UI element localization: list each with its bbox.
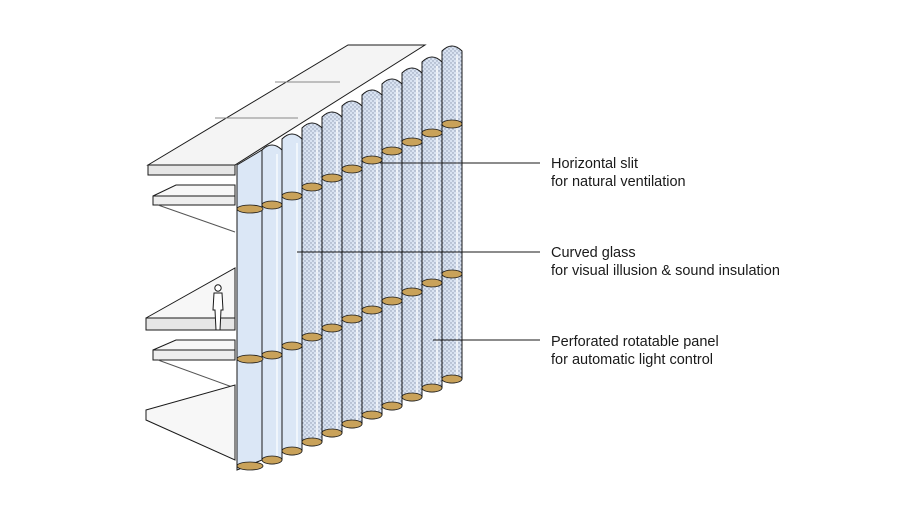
slit-timber: [321, 428, 343, 438]
facade-column: [421, 56, 443, 393]
slit-timber: [421, 383, 443, 393]
slit-timber: [321, 173, 343, 183]
slit-timber: [236, 461, 264, 471]
slit-timber: [441, 119, 463, 129]
facade-column: [361, 89, 383, 420]
floor-slabs: [145, 44, 427, 461]
slit-timber: [301, 182, 323, 192]
callout-subtitle: for natural ventilation: [551, 174, 686, 190]
leader-lines: [297, 162, 540, 341]
callout-horizontal-slit: Horizontal slit for natural ventilation: [551, 155, 686, 191]
facade-column: [261, 144, 283, 465]
callout-subtitle: for automatic light control: [551, 352, 713, 368]
facade-column: [301, 122, 323, 447]
slab-upper-a: [152, 195, 236, 206]
callout-perforated-panel: Perforated rotatable panel for automatic…: [551, 333, 719, 369]
slit-timber: [421, 128, 443, 138]
facade-column: [441, 45, 463, 384]
horizontal-slits: [236, 119, 463, 471]
slit-timber: [441, 374, 463, 384]
slit-timber: [421, 278, 443, 288]
slit-timber: [401, 137, 423, 147]
slit-timber: [401, 392, 423, 402]
slit-timber: [261, 350, 283, 360]
slit-timber: [381, 146, 403, 156]
slit-timber: [361, 410, 383, 420]
facade-column: [341, 100, 363, 429]
slit-timber: [236, 204, 264, 214]
slit-timber: [261, 455, 283, 465]
facade-column: [281, 133, 303, 456]
slit-timber: [401, 287, 423, 297]
human-figure-icon: [212, 284, 224, 331]
slit-timber: [381, 401, 403, 411]
slit-timber: [281, 446, 303, 456]
callout-title: Perforated rotatable panel: [551, 334, 719, 350]
slit-timber: [361, 155, 383, 165]
facade-column: [401, 67, 423, 402]
slit-timber: [281, 191, 303, 201]
facade-column: [381, 78, 403, 411]
slit-timber: [361, 305, 383, 315]
slit-timber: [236, 354, 264, 364]
slit-timber: [381, 296, 403, 306]
facade-front-glass: [236, 149, 263, 471]
slit-timber: [341, 314, 363, 324]
slit-timber: [441, 269, 463, 279]
callout-title: Curved glass: [551, 245, 636, 261]
ground-slab: [145, 384, 236, 461]
callout-title: Horizontal slit: [551, 156, 639, 172]
slab-lower-a: [152, 349, 236, 361]
callout-subtitle: for visual illusion & sound insulation: [551, 263, 780, 279]
slit-timber: [301, 437, 323, 447]
slit-timber: [341, 164, 363, 174]
slit-timber: [321, 323, 343, 333]
slit-timber: [261, 200, 283, 210]
facade-column: [321, 111, 343, 438]
slit-timber: [341, 419, 363, 429]
slit-timber: [281, 341, 303, 351]
slit-timber: [301, 332, 323, 342]
callout-curved-glass: Curved glass for visual illusion & sound…: [551, 244, 780, 280]
